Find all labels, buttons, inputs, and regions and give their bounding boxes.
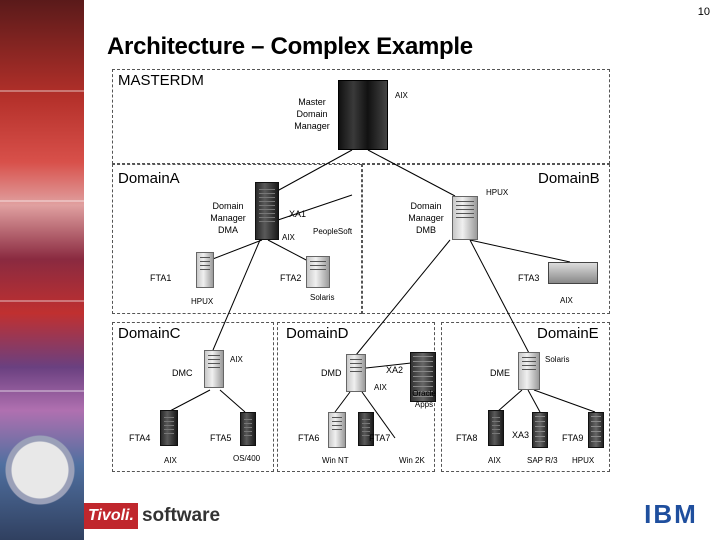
fta9-os: HPUX — [572, 456, 595, 465]
link-dmc-fta5 — [219, 389, 246, 413]
link-dmb-fta3 — [469, 239, 571, 263]
dma-label: Domain Manager DMA — [210, 201, 246, 235]
fta4-os: AIX — [164, 456, 177, 465]
link-dma-fta1 — [204, 239, 263, 263]
fta7-label: FTA7 — [369, 433, 391, 443]
dmc-os: AIX — [230, 355, 243, 364]
fta6-os: Win NT — [322, 456, 349, 465]
fta8-server-icon — [488, 410, 504, 446]
fta7-os: Win 2K — [399, 456, 425, 465]
dmc-label: DMC — [172, 368, 193, 378]
dmd-server-icon — [346, 354, 366, 392]
link-dme-fta8 — [496, 389, 523, 413]
fta5-os: OS/400 — [233, 454, 261, 463]
domain-e-label: DomainE — [537, 325, 599, 342]
xa3-label: XA3 — [512, 430, 530, 440]
fta1-os: HPUX — [191, 297, 214, 306]
masterdm-label: MASTERDM — [118, 72, 204, 89]
dmb-os: HPUX — [486, 188, 509, 197]
xa3-app: SAP R/3 — [527, 456, 558, 465]
link-dmb-dme — [469, 239, 531, 356]
dme-label: DME — [490, 368, 510, 378]
link-dma-dmc — [212, 239, 261, 351]
link-dme-fta9 — [533, 389, 596, 413]
domain-b-label: DomainB — [538, 170, 600, 187]
fta9-label: FTA9 — [562, 433, 584, 443]
fta4-server-icon — [160, 410, 178, 446]
xa2-os: AIX — [374, 383, 387, 392]
fta1-label: FTA1 — [150, 273, 172, 283]
tivoli-brand-text: software — [141, 505, 221, 526]
link-dma-fta2 — [267, 239, 311, 263]
link-dmb-dmd — [355, 239, 451, 356]
domain-a-box — [112, 164, 362, 314]
fta8-os: AIX — [488, 456, 501, 465]
link-dmd-fta6 — [334, 391, 351, 413]
xa2-label: XA2 — [386, 365, 404, 375]
xa1-label: XA1 — [289, 209, 307, 219]
dmc-server-icon — [204, 350, 224, 388]
xa2-server-icon — [410, 352, 436, 402]
link-dma-xa1 — [277, 194, 353, 221]
fta2-label: FTA2 — [280, 273, 302, 283]
link-dmd-fta7 — [361, 391, 396, 439]
link-master-dma — [267, 149, 353, 197]
fta9-server-icon — [588, 412, 604, 448]
fta5-server-icon — [240, 412, 256, 446]
fta6-label: FTA6 — [298, 433, 320, 443]
dmd-label: DMD — [321, 368, 342, 378]
fta3-label: FTA3 — [518, 273, 540, 283]
master-os: AIX — [395, 91, 408, 100]
ibm-logo: IBM — [640, 499, 702, 529]
dme-server-icon — [518, 352, 540, 390]
xa1-app: PeopleSoft — [313, 227, 353, 236]
fta6-server-icon — [328, 412, 346, 448]
fta2-os: Solaris — [310, 293, 335, 302]
dme-os: Solaris — [545, 355, 570, 364]
domain-e-box — [441, 322, 610, 472]
fta1-server-icon — [196, 252, 214, 288]
domain-c-box — [112, 322, 274, 472]
link-dme-xa3 — [527, 389, 541, 413]
page-title: Architecture – Complex Example — [107, 33, 473, 60]
fta5-label: FTA5 — [210, 433, 232, 443]
domain-a-label: DomainA — [118, 170, 180, 187]
xa3-server-icon — [532, 412, 548, 448]
fta3-os: AIX — [560, 296, 573, 305]
domain-b-box — [362, 164, 610, 314]
dmb-label: Domain Manager DMB — [408, 201, 444, 235]
dmb-server-icon — [452, 196, 478, 240]
dma-server-icon — [255, 182, 279, 240]
master-server-icon — [338, 80, 388, 150]
tivoli-brand-box: Tivoli. — [84, 503, 138, 529]
fta3-server-icon — [548, 262, 598, 284]
page-number: 10 — [697, 6, 710, 18]
fta4-label: FTA4 — [129, 433, 151, 443]
decorative-sidebar — [0, 0, 84, 540]
domain-d-label: DomainD — [286, 325, 349, 342]
masterdm-box — [112, 69, 610, 164]
dma-os: AIX — [282, 233, 295, 242]
fta8-label: FTA8 — [456, 433, 478, 443]
fta2-server-icon — [306, 256, 330, 288]
tivoli-software-logo: Tivoli. software — [84, 500, 220, 532]
domain-c-label: DomainC — [118, 325, 181, 342]
fta7-server-icon — [358, 412, 374, 446]
link-dmc-fta4 — [167, 389, 211, 413]
master-label: Master Domain Manager — [294, 97, 330, 131]
xa2-app: Oracle Apps — [412, 389, 436, 409]
link-master-dmb — [367, 149, 456, 197]
